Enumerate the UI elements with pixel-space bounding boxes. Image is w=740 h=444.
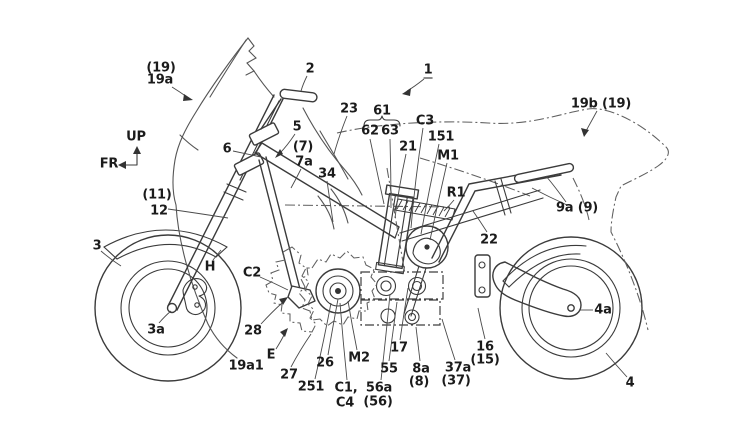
leader-lines (100, 75, 628, 381)
rubber-mount-hatch (394, 198, 456, 221)
crank-motor-M1 (405, 225, 449, 269)
left-case-C2 (265, 246, 317, 333)
section-chain-line (284, 204, 451, 208)
pivot-plate (474, 254, 491, 298)
brake-caliper (182, 277, 208, 315)
clutch-sprocket-C1-C4 (298, 250, 378, 327)
seat-rail-end (513, 162, 575, 184)
rear-shock (494, 178, 512, 216)
front-wheel (94, 234, 242, 382)
engine (265, 167, 456, 333)
front-cowl-outline (172, 37, 275, 359)
transmission-lower-box (360, 299, 441, 326)
tail-cover-outline (336, 108, 669, 331)
arrow-leaders (171, 78, 598, 350)
label-61-brace (363, 115, 401, 127)
front-arrow-icon (118, 161, 126, 169)
air-cleaner-cover-lines (302, 107, 363, 230)
handlebar (260, 88, 318, 130)
up-arrow-icon (133, 146, 141, 154)
frame (254, 142, 575, 309)
link-rod (403, 265, 427, 317)
transmission-upper-box (360, 271, 444, 300)
swingarm (492, 261, 582, 318)
front-fork (166, 94, 284, 315)
direction-arrows (118, 146, 141, 169)
rear-wheel (499, 236, 643, 380)
rear-fender (502, 244, 587, 288)
